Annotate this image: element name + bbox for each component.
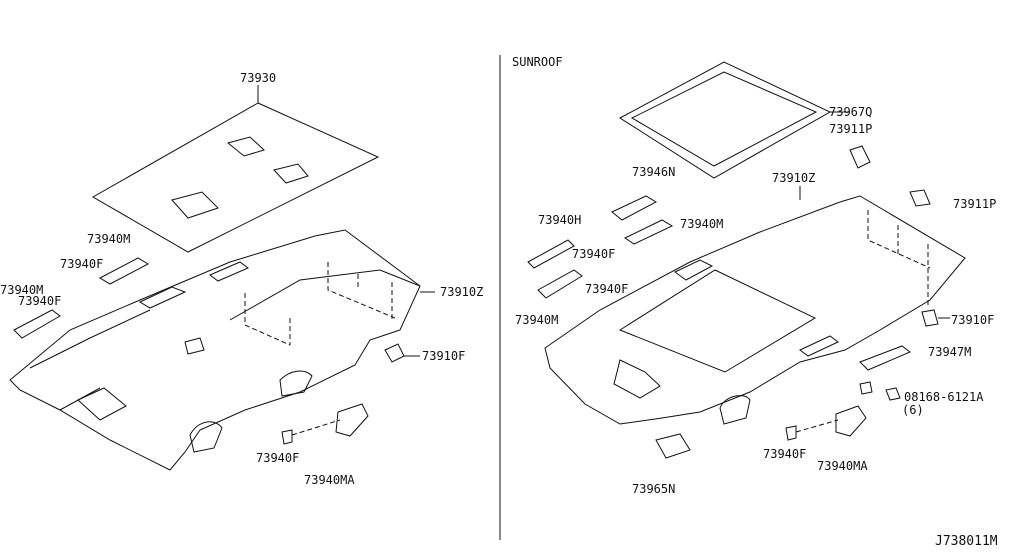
label-left-73910F: 73910F <box>422 349 465 363</box>
label-left-73940F-grip: 73940F <box>256 451 299 465</box>
label-right-73910F: 73910F <box>951 313 994 327</box>
label-right-73910Z: 73910Z <box>772 171 815 185</box>
label-left-73940MA: 73940MA <box>304 473 355 487</box>
label-right-73940F-upper: 73940F <box>572 247 615 261</box>
left-dashed-lines <box>244 262 396 346</box>
label-right-73940F-grip: 73940F <box>763 447 806 461</box>
label-08168-6121A: 08168-6121A <box>904 390 984 404</box>
label-left-73940F-front: 73940F <box>60 257 103 271</box>
label-right-73940MA: 73940MA <box>817 459 868 473</box>
drawing-code: J738011M <box>935 534 998 549</box>
weatherstrip-73967Q <box>619 61 850 179</box>
label-left-73940F-side: 73940F <box>18 294 61 308</box>
headlining-left-73910Z <box>9 229 435 471</box>
label-73946N: 73946N <box>632 165 675 179</box>
section-title-sunroof: SUNROOF <box>512 55 563 69</box>
headlining-right-73910Z <box>544 186 966 425</box>
label-73930: 73930 <box>240 71 276 85</box>
label-left-73940M-side: 73940M <box>0 283 43 297</box>
label-73940H: 73940H <box>538 213 581 227</box>
label-73967Q: 73967Q <box>829 105 872 119</box>
left-small-parts <box>13 257 420 445</box>
label-right-73940M-upper: 73940M <box>680 217 723 231</box>
headlining-pad-73930 <box>91 85 380 253</box>
label-73911P-2: 73911P <box>953 197 996 211</box>
label-left-73940M-front: 73940M <box>87 232 130 246</box>
label-screw-qty: (6) <box>902 403 924 417</box>
right-dashed-lines <box>867 210 931 308</box>
label-left-73910Z: 73910Z <box>440 285 483 299</box>
label-73911P-1: 73911P <box>829 122 872 136</box>
label-73947M: 73947M <box>928 345 971 359</box>
label-right-73940M-lower: 73940M <box>515 313 558 327</box>
label-right-73940F-lower: 73940F <box>585 282 628 296</box>
label-73965N: 73965N <box>632 482 675 496</box>
right-small-parts <box>527 145 950 459</box>
